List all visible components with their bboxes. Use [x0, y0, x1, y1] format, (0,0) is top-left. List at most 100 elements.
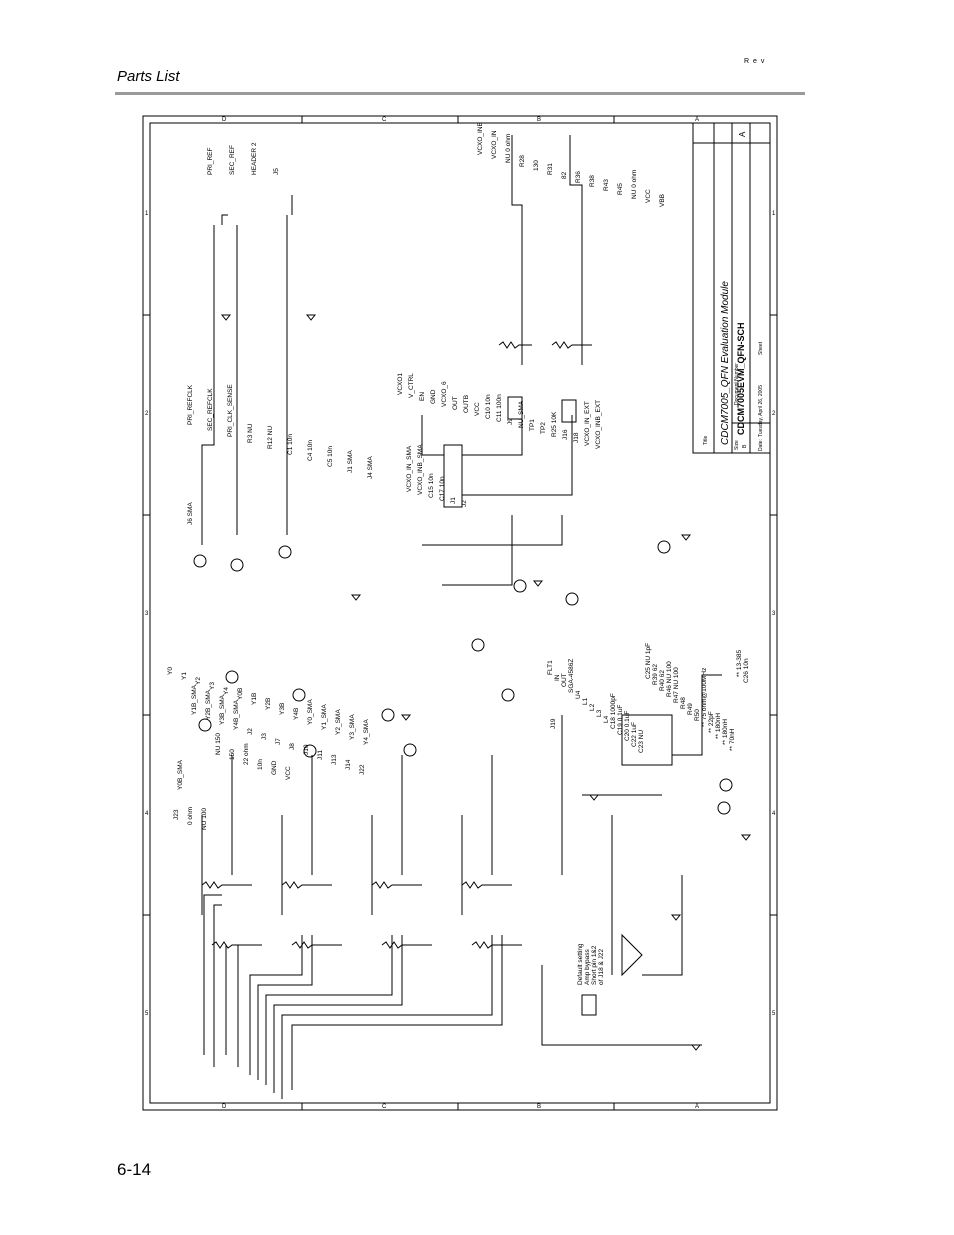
- schematic-label-output-labels-24: J10: [303, 744, 310, 755]
- schematic-label-left-labels-0: PRI_REF: [207, 148, 214, 175]
- schematic-label-output-labels-3: Y3: [209, 682, 216, 690]
- schematic-label-amp-labels-14: C25 NU 1pF: [645, 643, 652, 679]
- schematic-label-amp-labels-22: ** 75 ohm@100MHz: [701, 668, 708, 727]
- schematic-label-amp-labels-6: L2: [589, 703, 596, 711]
- schematic-label-ref-block-5: C1 10n: [287, 434, 294, 455]
- schematic-label-notes-0: Default setting: [577, 943, 584, 985]
- schematic-label-amp-labels-3: SGA-4586Z: [568, 659, 575, 693]
- title-block-title-label: Title: [703, 436, 709, 445]
- schematic-label-output-labels-15: Y0B_SMA: [177, 759, 184, 790]
- schematic-label-amp-labels-7: L3: [596, 709, 603, 717]
- schematic-label-output-labels-26: J13: [331, 754, 338, 765]
- schematic-label-output-labels-21: J3: [261, 733, 268, 740]
- schematic-label-output-labels-10: Y0_SMA: [307, 699, 314, 725]
- schematic-label-notes-1: Amp bypass: [584, 948, 591, 985]
- title-block-date: Tuesday, April 26, 2005: [758, 385, 764, 437]
- schematic-label-output-labels-14: Y4_SMA: [363, 719, 370, 745]
- schematic-label-amp-labels-9: C18 1000pF: [610, 693, 617, 729]
- schematic-label-ref-block-6: C4 10n: [307, 440, 314, 461]
- schematic-label-output-labels-1: Y1: [181, 672, 188, 680]
- schematic-label-output-labels-30: 0 ohm: [187, 807, 194, 825]
- schematic-label-amp-labels-20: R49: [687, 703, 694, 715]
- schematic-label-output-labels-5: Y0B: [237, 688, 244, 700]
- schematic-label-output-labels-31: NU 100: [201, 808, 208, 830]
- schematic-label-amp-labels-27: ** 13-385: [736, 650, 743, 677]
- schematic-label-vcxo-block-7: VCC: [474, 402, 481, 416]
- schematic-label-vcxo-labels-7: R36: [575, 171, 582, 183]
- schematic-label-left-labels-3: J5: [273, 168, 280, 175]
- border-number-4: 4: [145, 811, 149, 817]
- schematic-label-amp-labels-5: L1: [582, 697, 589, 705]
- schematic-label-ref-block-7: C5 10n: [327, 446, 334, 467]
- amp-symbol: [621, 933, 643, 977]
- schematic-label-output-labels-34: 22 ohm: [243, 743, 250, 765]
- schematic-label-vcxo-block-13: TP2: [540, 422, 547, 434]
- schematic-label-vcxo-block-17: VCXO_IN_EXT: [584, 401, 591, 446]
- schematic-label-amp-labels-23: ** 22pF: [708, 711, 715, 733]
- schematic-label-vcxo-block-18: VCXO_INB_EXT: [595, 400, 602, 449]
- schematic-label-output-labels-19: Y4B_SMA: [233, 699, 240, 730]
- schematic-label-ref-block-4: R12 NU: [267, 426, 274, 449]
- schematic-label-vcxo-block-2: EN: [419, 392, 426, 401]
- schematic-label-ref-block-1: SEC_REFCLK: [207, 388, 214, 431]
- schematic-label-vcxo-block-22: C17 10n: [439, 476, 446, 501]
- border-letter-a: A: [695, 117, 699, 123]
- page-number: 6-14: [117, 1160, 152, 1179]
- schematic-label-vcxo-block-14: R25 10K: [551, 411, 558, 437]
- title-block-doc-number: CDCM7005EVM_QFN-SCH: [736, 322, 746, 435]
- schematic-label-amp-labels-19: R48: [680, 697, 687, 709]
- schematic-label-output-labels-37: VCC: [285, 766, 292, 780]
- schematic-label-vcxo-block-20: VCXO_INB_SMA: [417, 444, 424, 495]
- schematic-label-amp-labels-26: ** 70nH: [729, 728, 736, 751]
- schematic-label-amp-labels-11: C20 0.1uF: [624, 711, 631, 741]
- schematic-label-amp-labels-18: R47 NU 100: [673, 667, 680, 703]
- title-block-date-label: Date:: [758, 439, 764, 451]
- schematic-label-left-labels-1: SEC_REF: [229, 145, 236, 175]
- schematic-label-vcxo-block-16: J18: [573, 432, 580, 443]
- schematic-label-vcxo-labels-10: R45: [617, 183, 624, 195]
- border-letter-a-bottom: A: [695, 1104, 699, 1110]
- schematic-label-output-labels-33: 150: [229, 749, 236, 760]
- rev-mark: R e v: [744, 58, 766, 65]
- schematic-label-vcxo-block-3: GND: [430, 389, 437, 404]
- schematic-label-amp-labels-25: ** 180nH: [722, 719, 729, 745]
- schematic-label-vcxo-labels-6: 82: [561, 171, 568, 179]
- schematic-label-amp-labels-4: U4: [575, 690, 582, 699]
- outer-frame: [142, 115, 778, 1111]
- filter-block: [621, 714, 673, 766]
- schematic-label-ref-block-3: R3 NU: [247, 423, 254, 443]
- schematic-label-vcxo-block-4: VCXO_6: [441, 381, 448, 407]
- border-number-2-right: 2: [772, 411, 776, 417]
- schematic-label-vcxo-labels-5: R31: [547, 163, 554, 175]
- title-block-title: CDCM7005_QFN Evaluation Module: [720, 281, 731, 445]
- schematic-label-vcxo-block-12: TP1: [529, 419, 536, 431]
- title-block-size: B: [742, 444, 748, 448]
- schematic-sheet: D C B A D C B A 1 2 3 4 5 1 2 3 4 5 CDCM…: [142, 115, 778, 1111]
- schematic-label-ref-block-10: J6 SMA: [187, 502, 194, 525]
- schematic-label-amp-labels-0: FLT1: [547, 660, 554, 675]
- schematic-label-vcxo-block-11: NU_SMA: [518, 400, 525, 428]
- schematic-label-output-labels-6: Y1B: [251, 693, 258, 705]
- schematic-label-output-labels-12: Y2_SMA: [335, 709, 342, 735]
- border-number-1: 1: [145, 211, 149, 217]
- schematic-label-amp-labels-12: C22 1uF: [631, 722, 638, 747]
- schematic-label-vcxo-block-9: C11 100n: [496, 394, 503, 422]
- schematic-label-vcxo-labels-13: VBB: [659, 194, 666, 207]
- border-number-5: 5: [145, 1011, 149, 1017]
- schematic-label-amp-labels-13: C23 NU: [638, 730, 645, 753]
- schematic-label-vcxo-block-19: VCXO_IN_SMA: [406, 445, 413, 492]
- border-number-3-right: 3: [772, 611, 776, 617]
- schematic-label-output-labels-27: J14: [345, 759, 352, 770]
- schematic-label-ref-block-2: PRI_CLK_SENSE: [227, 384, 234, 437]
- header-title: Parts List: [117, 68, 180, 85]
- schematic-label-output-labels-29: J23: [173, 809, 180, 820]
- schematic-label-vcxo-labels-0: VCXO_INB: [477, 122, 484, 155]
- header-rule: [115, 92, 805, 95]
- schematic-label-output-labels-17: Y2B_SMA: [205, 689, 212, 720]
- schematic-label-output-labels-7: Y2B: [265, 698, 272, 710]
- schematic-label-output-labels-13: Y3_SMA: [349, 714, 356, 740]
- schematic-label-vcxo-block-1: V_CTRL: [408, 373, 415, 398]
- title-block-size-label: Size: [734, 440, 740, 450]
- schematic-label-amp-labels-24: ** 180nH: [715, 713, 722, 739]
